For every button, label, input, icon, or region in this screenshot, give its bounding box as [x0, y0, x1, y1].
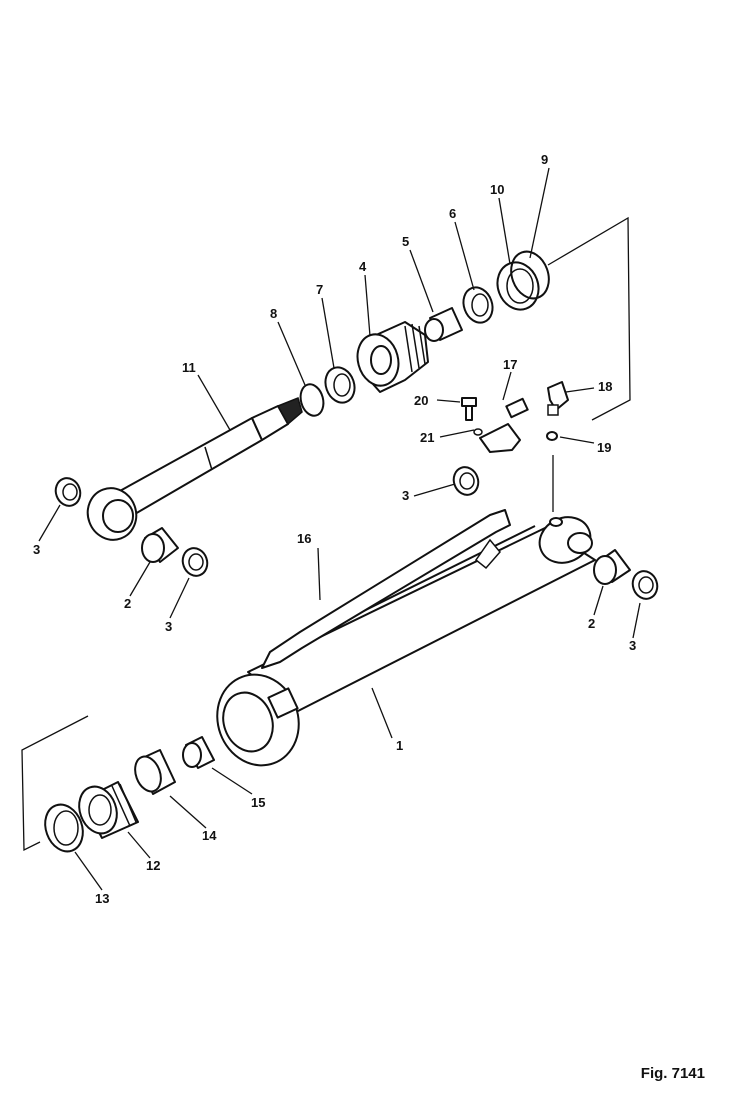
- o-ring-part-19: [546, 431, 558, 441]
- pipe-part-16: [261, 509, 511, 669]
- callout-16: 16: [297, 531, 311, 546]
- washer-part-21: [473, 428, 483, 436]
- callout-3-left: 3: [165, 619, 172, 634]
- figure-caption: Fig. 7141: [640, 1065, 705, 1082]
- callout-21: 21: [420, 430, 434, 445]
- callout-14: 14: [202, 828, 217, 843]
- callout-3-right: 3: [629, 638, 636, 653]
- o-ring-part-8: [299, 383, 325, 417]
- ring-part-14: [134, 749, 176, 795]
- piston-part-12: [78, 781, 139, 839]
- bushing-part-2-left: [141, 527, 179, 563]
- callout-8: 8: [270, 306, 277, 321]
- callout-2-right: 2: [588, 616, 595, 631]
- callout-18: 18: [598, 379, 612, 394]
- callout-17: 17: [503, 357, 517, 372]
- callout-9: 9: [541, 152, 548, 167]
- callout-11: 11: [182, 360, 196, 375]
- piston-rod-part-11: [86, 396, 303, 541]
- dust-seal-part-3-middle: [452, 466, 480, 496]
- dust-seal-part-3-rod: [54, 477, 82, 507]
- callout-3-middle: 3: [402, 488, 409, 503]
- callout-3-rod: 3: [33, 542, 40, 557]
- snap-ring-part-9: [510, 250, 550, 300]
- dust-seal-part-3-right: [631, 570, 659, 600]
- callout-20: 20: [414, 393, 428, 408]
- assembly-bracket-lower: [21, 715, 89, 852]
- cylinder-head-part-4: [356, 321, 429, 393]
- leader-lines: [38, 167, 641, 891]
- callout-15: 15: [251, 795, 265, 810]
- cylinder-tube-part-1: [216, 516, 596, 767]
- callout-4: 4: [359, 259, 367, 274]
- clamp-part-fitting: [479, 423, 521, 453]
- callout-5: 5: [402, 234, 409, 249]
- callout-7: 7: [316, 282, 323, 297]
- callout-labels: 9 10 6 5 4 7 8 11 17 18 20 21 19 3 16 3 …: [33, 152, 636, 906]
- callout-6: 6: [449, 206, 456, 221]
- bolt-part-20: [461, 397, 477, 421]
- wear-ring-part-13: [44, 803, 84, 853]
- callout-10: 10: [490, 182, 504, 197]
- callout-12: 12: [146, 858, 160, 873]
- bushing-part-2-right: [593, 549, 631, 585]
- callout-1: 1: [396, 738, 403, 753]
- ring-part-7: [324, 366, 356, 404]
- callout-13: 13: [95, 891, 109, 906]
- assembly-bracket-upper: [547, 216, 631, 421]
- dust-seal-part-3-left: [181, 547, 209, 577]
- joint-part-17: [505, 397, 529, 419]
- bushing-part-5: [424, 307, 463, 342]
- collar-part-15: [182, 736, 215, 769]
- elbow-part-18: [547, 381, 569, 416]
- callout-19: 19: [597, 440, 611, 455]
- seal-part-6: [462, 286, 494, 324]
- callout-2-left: 2: [124, 596, 131, 611]
- wiper-ring-part-10: [496, 261, 540, 311]
